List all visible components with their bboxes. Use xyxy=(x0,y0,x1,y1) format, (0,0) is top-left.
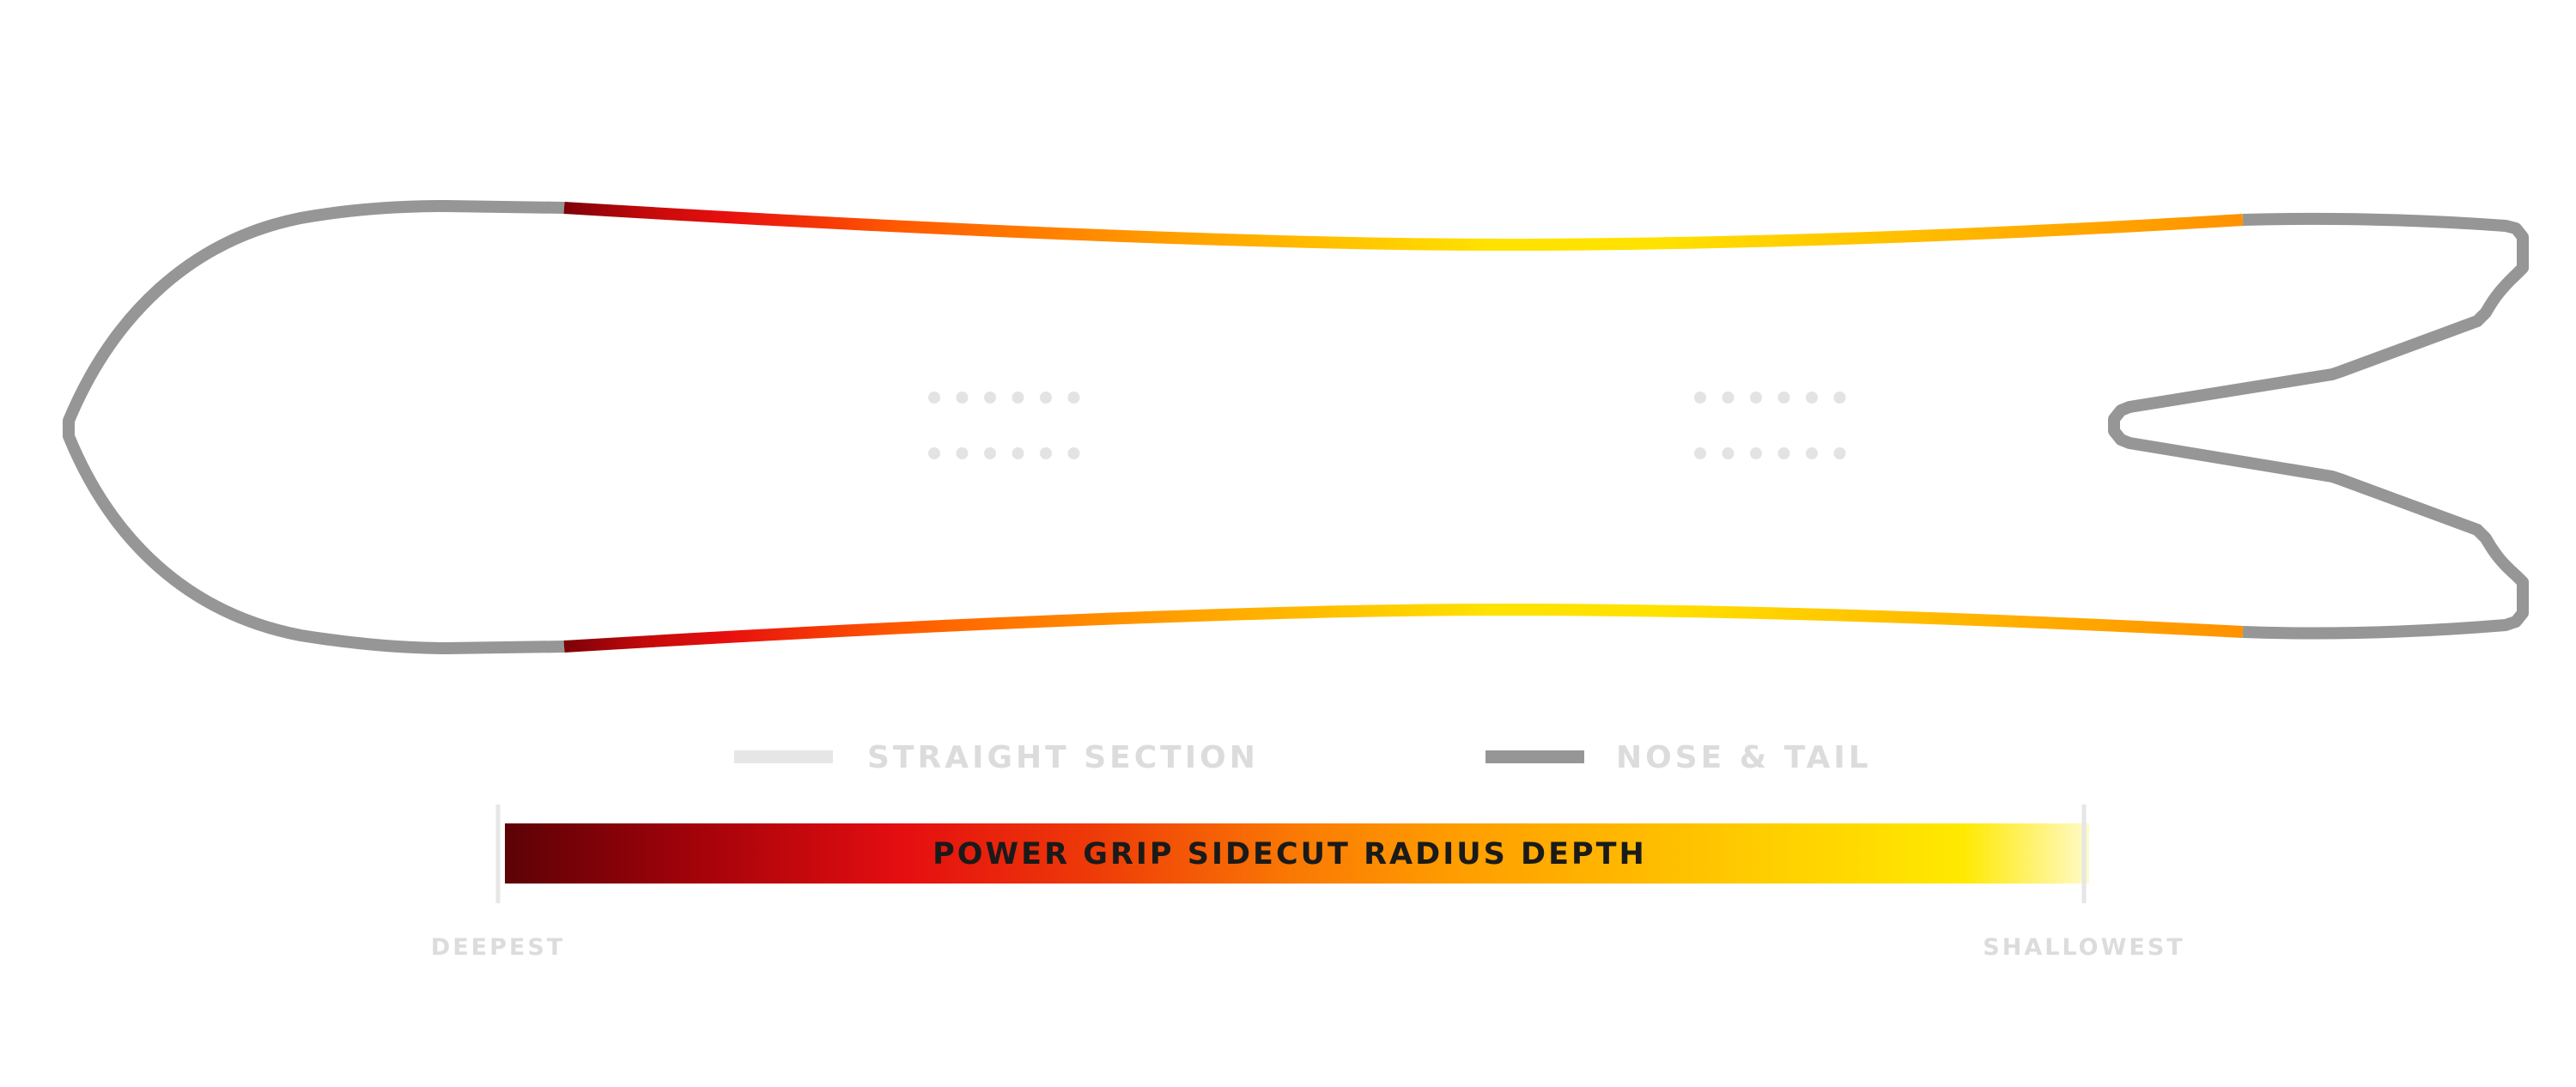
insert-dot xyxy=(1777,392,1790,404)
nose-tail-swatch xyxy=(1485,750,1584,763)
insert-dot xyxy=(1806,447,1818,459)
snowboard-outline xyxy=(63,200,2529,654)
shallowest-label: SHALLOWEST xyxy=(1983,934,2184,961)
depth-gradient-bar xyxy=(505,823,2089,884)
straight-section-swatch xyxy=(734,750,833,763)
depth-bar-title: POWER GRIP SIDECUT RADIUS DEPTH xyxy=(933,837,1647,871)
nose-tail-label: NOSE & TAIL xyxy=(1616,740,1872,775)
insert-dot xyxy=(984,392,996,404)
straight-section-label: STRAIGHT SECTION xyxy=(867,740,1259,775)
legend: STRAIGHT SECTION NOSE & TAIL xyxy=(734,740,1872,775)
insert-dot xyxy=(1694,447,1706,459)
insert-dot xyxy=(1067,447,1080,459)
insert-dot xyxy=(1750,447,1762,459)
insert-dot xyxy=(1012,447,1024,459)
insert-dot xyxy=(956,447,969,459)
insert-dot xyxy=(956,392,969,404)
insert-dot xyxy=(1722,392,1735,404)
tail-outline xyxy=(2108,212,2529,640)
insert-dot xyxy=(1040,447,1052,459)
insert-dot xyxy=(1806,392,1818,404)
depth-scale: POWER GRIP SIDECUT RADIUS DEPTH DEEPEST … xyxy=(431,805,2184,961)
insert-dot xyxy=(1012,392,1024,404)
deepest-label: DEEPEST xyxy=(431,934,565,961)
insert-dot xyxy=(1067,392,1080,404)
sidecut-top xyxy=(563,202,2244,252)
insert-dot xyxy=(1694,392,1706,404)
insert-dot xyxy=(1722,447,1735,459)
insert-dot xyxy=(928,447,940,459)
binding-inserts xyxy=(928,392,1846,459)
sidecut-bottom xyxy=(563,603,2244,653)
insert-dot xyxy=(1833,392,1846,404)
insert-dot xyxy=(1750,392,1762,404)
nose-outline xyxy=(63,200,565,654)
insert-dot xyxy=(1040,392,1052,404)
insert-dot xyxy=(1777,447,1790,459)
insert-dot xyxy=(1833,447,1846,459)
insert-dot xyxy=(928,392,940,404)
insert-dot xyxy=(984,447,996,459)
